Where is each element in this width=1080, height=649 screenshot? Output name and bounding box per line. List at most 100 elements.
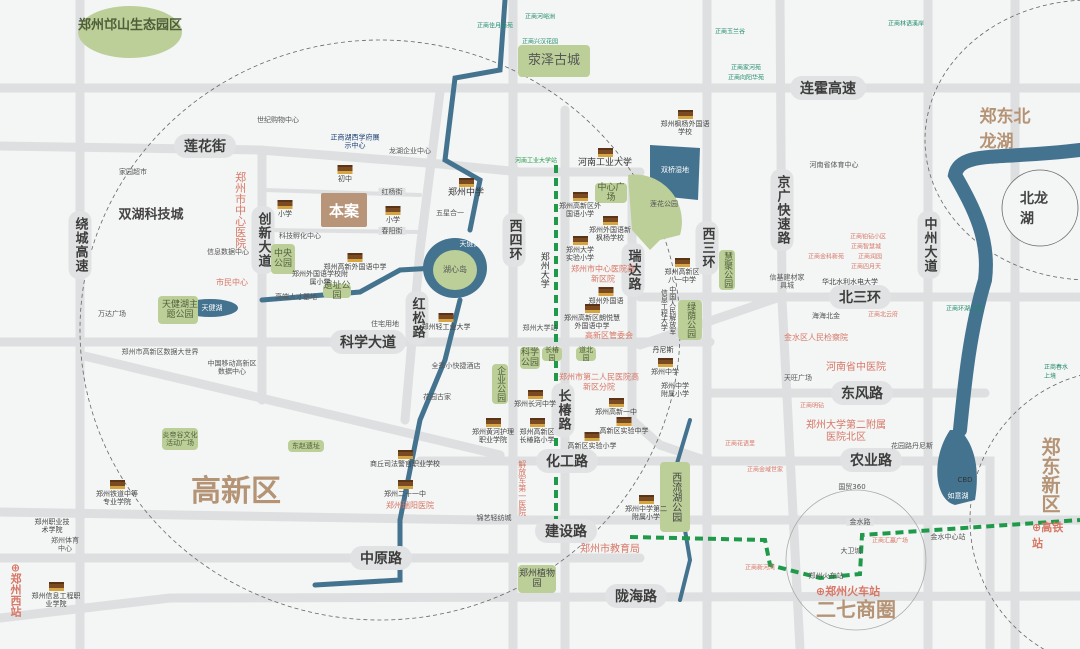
school-icon: [677, 110, 693, 119]
school-zdsy: 郑州大学实验小学: [563, 236, 597, 263]
road-label-dongfeng: 东风路: [831, 381, 893, 405]
school-fengyang: 郑州枫杨外国语学校: [660, 110, 710, 137]
zs-m: 正商北云府: [867, 311, 899, 319]
district-zhengdong: 郑东新区: [1038, 437, 1061, 513]
station-zhengzhou[interactable]: ⊕郑州火车站: [815, 585, 881, 598]
zs-g: 正商林语溪岸: [887, 20, 925, 28]
park-qiye: 企业公园: [492, 364, 508, 404]
school-icon: [529, 418, 545, 427]
school-icon: [277, 200, 293, 209]
park-daobei: 道北园: [576, 346, 596, 362]
zs-t: 正商花语里: [724, 440, 756, 448]
river-tianjian-branch: [259, 265, 438, 303]
radius-circle-erqi: [785, 489, 927, 631]
school-icon: [638, 495, 654, 504]
station-xizhan[interactable]: ⊕郑州西站: [9, 563, 22, 617]
zs-b: 正商河峪洲: [524, 13, 556, 21]
school-icon: [572, 192, 588, 201]
zs-c: 正商兴汉花园: [521, 38, 559, 46]
school-icon: [527, 390, 543, 399]
school-jiefangjun: 中国人民解放军信息工程大学: [660, 285, 677, 335]
district-beilonghu-area: 郑东北龙湖: [979, 107, 1031, 152]
hospital-dier: 郑州市第二人民医院高新区分院: [559, 372, 639, 391]
school-zzzx: 郑州中学: [448, 178, 484, 199]
road-hongsong: [400, 87, 445, 425]
beilonghu-circle: [1001, 169, 1079, 247]
hospital-zxgx: 郑州市中心医院高新区院: [571, 264, 635, 283]
poi-xinxi: 信息数据中心: [207, 247, 249, 256]
poi-fubo: 郑州体育中心: [51, 536, 79, 553]
poi-guomao: 国贸360: [838, 482, 866, 491]
poi-huayuan: 花园古家: [423, 392, 451, 401]
school-hngydx: 河南工业大学: [578, 148, 632, 169]
road-diagonal-gaoxin: [75, 350, 505, 460]
poi-jiaxiang: 家园超市: [119, 167, 147, 176]
river-xiliu-south: [312, 297, 463, 588]
school-bxhs: 华北水利水电大学: [822, 278, 878, 286]
school-icon: [572, 236, 588, 245]
road-label-lianhuo: 连霍高速: [790, 76, 866, 100]
road-label-changchun: 长椿路: [551, 383, 575, 437]
poi-rencai: 高端人才基地: [275, 292, 317, 301]
metro-station-zzdx[interactable]: 郑州大学站: [522, 323, 558, 332]
park-zhongxin: 中心广场: [595, 183, 627, 203]
metro-station-zzhcz[interactable]: 郑州火车站: [808, 571, 844, 580]
school-zzwgy: 郑州外国语: [589, 287, 624, 305]
school-icon: [337, 165, 353, 174]
poi-haihai: 海海北金: [812, 311, 840, 320]
poi-tianwang: 天旺广场: [784, 373, 812, 382]
school-icon: [608, 398, 624, 407]
road-label-beisanhuan: 北三环: [829, 285, 891, 309]
hospital-ruiyang: 郑州瑞阳医院: [386, 501, 434, 511]
poi-zhuzhai: 住宅用地: [371, 319, 399, 328]
park-kexue: 科学公园: [520, 347, 540, 369]
road-longhai: [0, 591, 1080, 623]
district-shuanghu: 双湖科技城: [118, 207, 184, 223]
school-zzzxfx: 郑州中学附属小学: [661, 382, 689, 399]
poi-danni: 丹尼斯: [652, 345, 674, 354]
train-station-icon: ⊕: [815, 585, 826, 598]
zs-a: 正商佳月南苑: [476, 22, 514, 30]
zs-k: 正商润园: [857, 253, 883, 261]
zs-p: 正商明钻: [799, 402, 825, 410]
zs-h: 正商铂钻小区: [849, 233, 887, 241]
river-system: [259, 0, 1080, 602]
metro-station-hngydx[interactable]: 河南工业大学站: [514, 157, 558, 165]
road-label-jianshe: 建设路: [535, 519, 597, 543]
road-label-jinshui: 金水路: [846, 517, 874, 527]
school-zzzx-2: 郑州中学: [651, 358, 679, 376]
district-gaoxin: 高新区: [191, 474, 281, 509]
school-icon: [674, 258, 690, 267]
radius-circle-beilonghu: [924, 0, 1080, 281]
zs-f: 正商向阳华苑: [727, 74, 765, 82]
poi-dawei: 大卫城: [840, 546, 862, 555]
district-erqi: 二七商圈: [816, 597, 896, 622]
zs-s: 正商新河湾: [744, 564, 776, 572]
school-icon: [109, 480, 125, 489]
road-label-hongsong: 红松路: [405, 291, 429, 345]
school-icon: [438, 313, 454, 322]
hospital-jiefangjun: 解放军第一医院: [517, 460, 527, 516]
park-lianhua: 莲花公园: [650, 199, 678, 208]
zs-r: 正商汇赢广场: [871, 537, 909, 545]
zs-n: 正商环湖上境: [945, 305, 983, 313]
metro-station-jincheng[interactable]: 金水中心站: [930, 532, 966, 541]
zs-o: 正商春水上境: [1044, 364, 1069, 380]
project-marker[interactable]: 本案: [321, 193, 367, 227]
station-gaotie[interactable]: ⊕高铁站: [1032, 521, 1064, 550]
road-label-zhongyuan: 中原路: [350, 546, 412, 570]
school-icon: [458, 178, 474, 187]
road-label-zhongzhou: 中州大道: [917, 211, 941, 279]
school-icon: [598, 287, 614, 296]
school-zzdx: 郑州大学: [538, 252, 549, 288]
park-yandi: 炎帝谷文化活动广场: [162, 428, 198, 450]
school-gxsyzx: 高新区实验中学: [600, 417, 649, 435]
school-xinfeng: 郑州外国语新枫杨学校: [588, 216, 632, 243]
cbd-label: CBD: [957, 475, 973, 484]
park-lvyin: 绿荫公园: [678, 300, 702, 340]
park-huxin: 湖心岛: [443, 265, 467, 275]
school-huanghe: 郑州黄河护理职业学院: [471, 418, 515, 445]
road-jianshe: [0, 507, 1080, 525]
poi-jingyi: 锦艺轻纺城: [476, 513, 512, 522]
school-icon: [602, 216, 618, 225]
